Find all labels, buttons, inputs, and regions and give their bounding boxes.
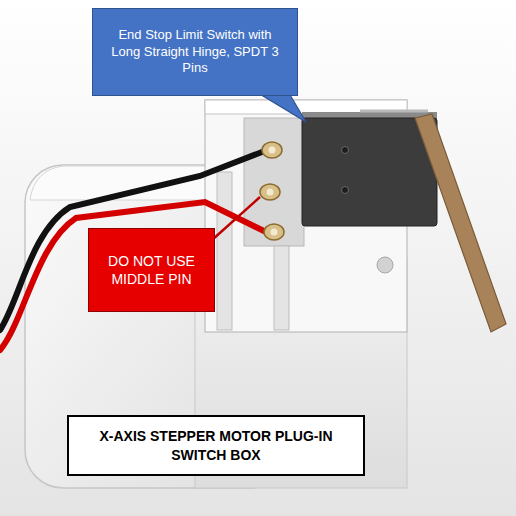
red-wire xyxy=(0,202,266,350)
mount-slot xyxy=(274,246,289,330)
limit-switch-body xyxy=(302,118,437,226)
callout-text: X-AXIS STEPPER MOTOR PLUG-IN SWITCH BOX xyxy=(79,427,353,463)
callout-box: DO NOT USE MIDDLE PIN xyxy=(88,228,215,312)
callout-text: End Stop Limit Switch with Long Straight… xyxy=(103,27,287,78)
terminal-pin xyxy=(264,224,284,240)
callout-box: X-AXIS STEPPER MOTOR PLUG-IN SWITCH BOX xyxy=(67,415,365,476)
switch-hole xyxy=(342,147,349,154)
terminal-hole xyxy=(267,189,274,196)
mount-slot xyxy=(217,172,232,330)
terminal-pin xyxy=(262,142,282,158)
switch-terminals xyxy=(260,142,284,240)
terminal-pin xyxy=(260,184,280,200)
leader-line xyxy=(212,197,260,240)
callout-text: DO NOT USE MIDDLE PIN xyxy=(97,252,206,288)
terminal-hole xyxy=(271,229,278,236)
terminal-hole xyxy=(269,147,276,154)
black-wire xyxy=(0,152,262,330)
mount-hole xyxy=(377,257,393,273)
switch-lever xyxy=(415,114,506,332)
callout-box: End Stop Limit Switch with Long Straight… xyxy=(92,8,298,96)
lever-strip xyxy=(360,110,428,113)
switch-hole xyxy=(342,187,349,194)
